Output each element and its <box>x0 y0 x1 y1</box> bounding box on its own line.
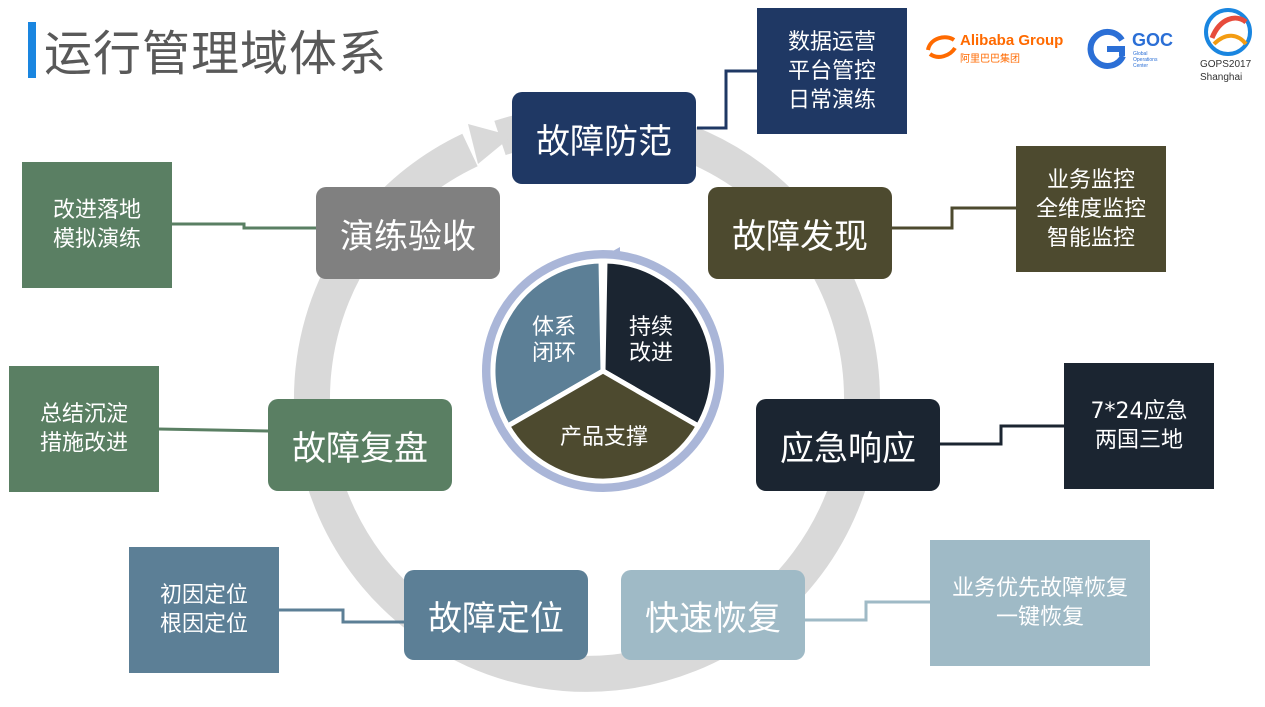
alibaba-group-text: Alibaba Group <box>960 32 1064 49</box>
page-title: 运行管理域体系 <box>44 26 388 82</box>
node-prevent: 故障防范 <box>512 92 696 184</box>
detail-response: 7*24应急两国三地 <box>1064 363 1214 489</box>
alibaba-logo: Alibaba Group 阿里巴巴集团 <box>924 30 1069 66</box>
core-label-product: 产品支撑 <box>559 425 648 450</box>
alibaba-cn-text: 阿里巴巴集团 <box>960 54 1020 65</box>
node-locate: 故障定位 <box>404 570 588 660</box>
title-accent-bar <box>28 22 36 78</box>
core-label-improve: 持续改进 <box>628 315 673 366</box>
connector-recover <box>804 600 930 622</box>
goc-text: GOC <box>1132 30 1174 50</box>
goc-emblem-icon <box>1087 28 1126 69</box>
goc-subtext: Global Operations Center <box>1133 51 1158 69</box>
detail-detect: 业务监控全维度监控智能监控 <box>1016 146 1166 272</box>
node-detect: 故障发现 <box>708 187 892 279</box>
connector-review <box>157 427 269 433</box>
node-recover: 快速恢复 <box>621 570 805 660</box>
connector-detect <box>890 206 1016 230</box>
alibaba-smile-icon <box>926 35 957 59</box>
node-review: 故障复盘 <box>268 399 452 491</box>
detail-prevent: 数据运营平台管控日常演练 <box>757 8 907 134</box>
detail-recover: 业务优先故障恢复一键恢复 <box>930 540 1150 666</box>
gops-emblem-icon <box>1204 8 1252 56</box>
connector-prevent <box>697 69 757 130</box>
detail-locate: 初因定位根因定位 <box>129 547 279 673</box>
core-outer-ring <box>482 250 724 492</box>
detail-drill: 改进落地模拟演练 <box>22 162 172 288</box>
core-sector-product <box>504 368 702 484</box>
node-drill: 演练验收 <box>316 187 500 279</box>
detail-review: 总结沉淀措施改进 <box>9 366 159 492</box>
gops-city-text: Shanghai <box>1200 72 1243 83</box>
goc-logo: GOC Global Operations Center <box>1086 28 1186 74</box>
connector-locate <box>278 608 404 624</box>
gops-logo: GOPS2017 Shanghai <box>1196 4 1260 86</box>
connector-response <box>939 424 1064 446</box>
gops-text: GOPS2017 <box>1200 59 1252 70</box>
cycle-arrowhead <box>468 124 512 164</box>
node-response: 应急响应 <box>756 399 940 491</box>
core-label-system: 体系闭环 <box>531 315 576 366</box>
connector-drill <box>171 222 317 230</box>
